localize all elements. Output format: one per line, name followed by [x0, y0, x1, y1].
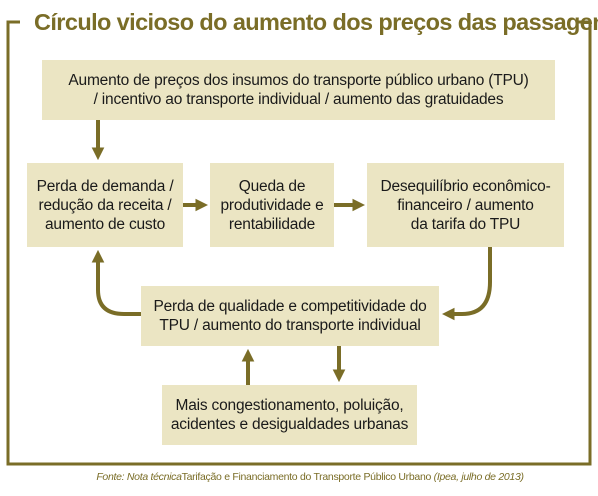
node-productivity-drop-line-3: rentabilidade	[228, 215, 316, 233]
arrow-imbalance-to-quality	[441, 247, 492, 321]
node-quality-loss: Perda de qualidade e competitividade do …	[141, 286, 439, 346]
node-input-costs-line-2: / incentivo ao transporte individual / a…	[93, 91, 504, 108]
source-prefix: Fonte: Nota técnica	[96, 471, 182, 483]
source-caption: Fonte: Nota técnicaTarifação e Financiam…	[36, 471, 584, 483]
node-congestion-line-1: Mais congestionamento, poluição,	[175, 397, 404, 414]
node-input-costs-line-1: Aumento de preços dos insumos do transpo…	[68, 72, 529, 89]
node-productivity-drop-line-1: Queda de	[238, 177, 306, 195]
node-financial-imbalance-line-3: da tarifa do TPU	[410, 215, 521, 233]
node-financial-imbalance: Desequilíbrio econômico- financeiro / au…	[367, 163, 564, 247]
node-demand-loss: Perda de demanda / redução da receita / …	[27, 163, 183, 247]
source-document: Tarifação e Financiamento do Transporte …	[181, 471, 432, 483]
node-quality-loss-line-2: TPU / aumento do transporte individual	[159, 317, 421, 334]
node-input-costs: Aumento de preços dos insumos do transpo…	[42, 60, 555, 120]
node-productivity-drop: Queda de produtividade e rentabilidade	[210, 163, 334, 247]
node-demand-loss-line-2: redução da receita /	[38, 196, 172, 214]
arrow-quality-to-demand	[91, 249, 141, 316]
node-congestion-line-2: acidentes e desigualdades urbanas	[170, 416, 409, 433]
source-suffix: (Ipea, julho de 2013)	[431, 471, 524, 483]
node-financial-imbalance-line-1: Desequilíbrio econômico-	[380, 177, 551, 195]
node-demand-loss-line-3: aumento de custo	[44, 215, 166, 233]
node-demand-loss-line-1: Perda de demanda /	[36, 177, 174, 195]
node-congestion: Mais congestionamento, poluição, acident…	[162, 385, 417, 445]
page-title: Círculo vicioso do aumento dos preços da…	[34, 5, 598, 39]
node-financial-imbalance-line-2: financeiro / aumento	[397, 196, 534, 214]
node-productivity-drop-line-2: produtividade e	[220, 196, 324, 214]
frame-border	[6, 20, 592, 466]
node-quality-loss-line-1: Perda de qualidade e competitividade do	[153, 298, 427, 315]
